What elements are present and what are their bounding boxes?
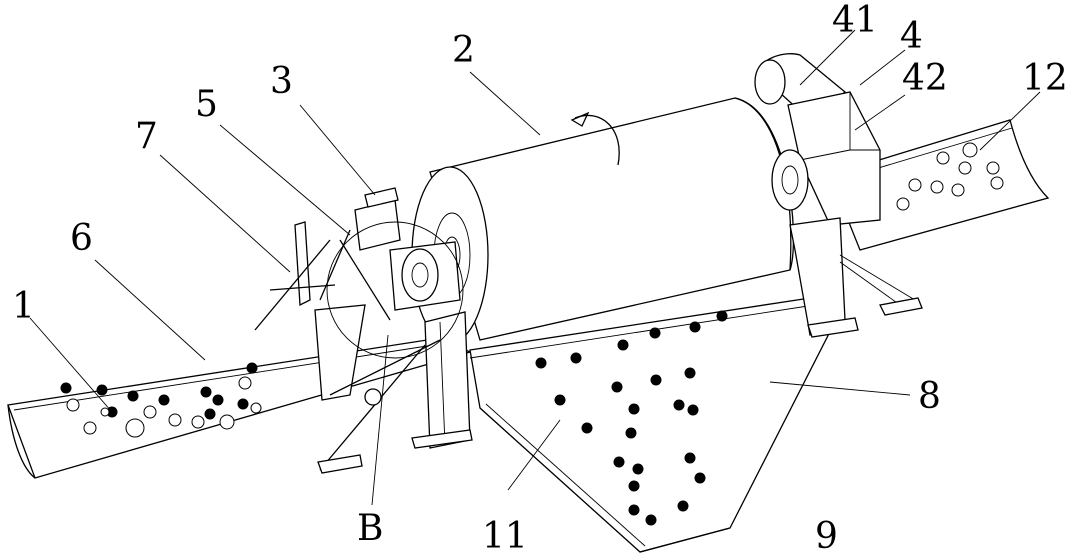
label-3: 3 — [270, 61, 293, 102]
label-B: B — [357, 508, 383, 549]
label-2: 2 — [452, 30, 475, 71]
scraper-assembly — [255, 188, 440, 473]
left-chute-balls — [61, 363, 262, 438]
label-5: 5 — [195, 84, 218, 125]
label-41: 41 — [832, 0, 878, 41]
label-42: 42 — [902, 58, 948, 99]
label-7: 7 — [135, 116, 158, 157]
label-9: 9 — [815, 516, 838, 557]
label-6: 6 — [70, 218, 93, 259]
label-11: 11 — [482, 516, 528, 557]
drum — [412, 98, 793, 343]
label-12: 12 — [1022, 58, 1068, 99]
label-8: 8 — [918, 376, 941, 417]
right-chute-balls — [897, 143, 1003, 210]
label-1: 1 — [12, 286, 35, 327]
label-4: 4 — [900, 16, 923, 57]
